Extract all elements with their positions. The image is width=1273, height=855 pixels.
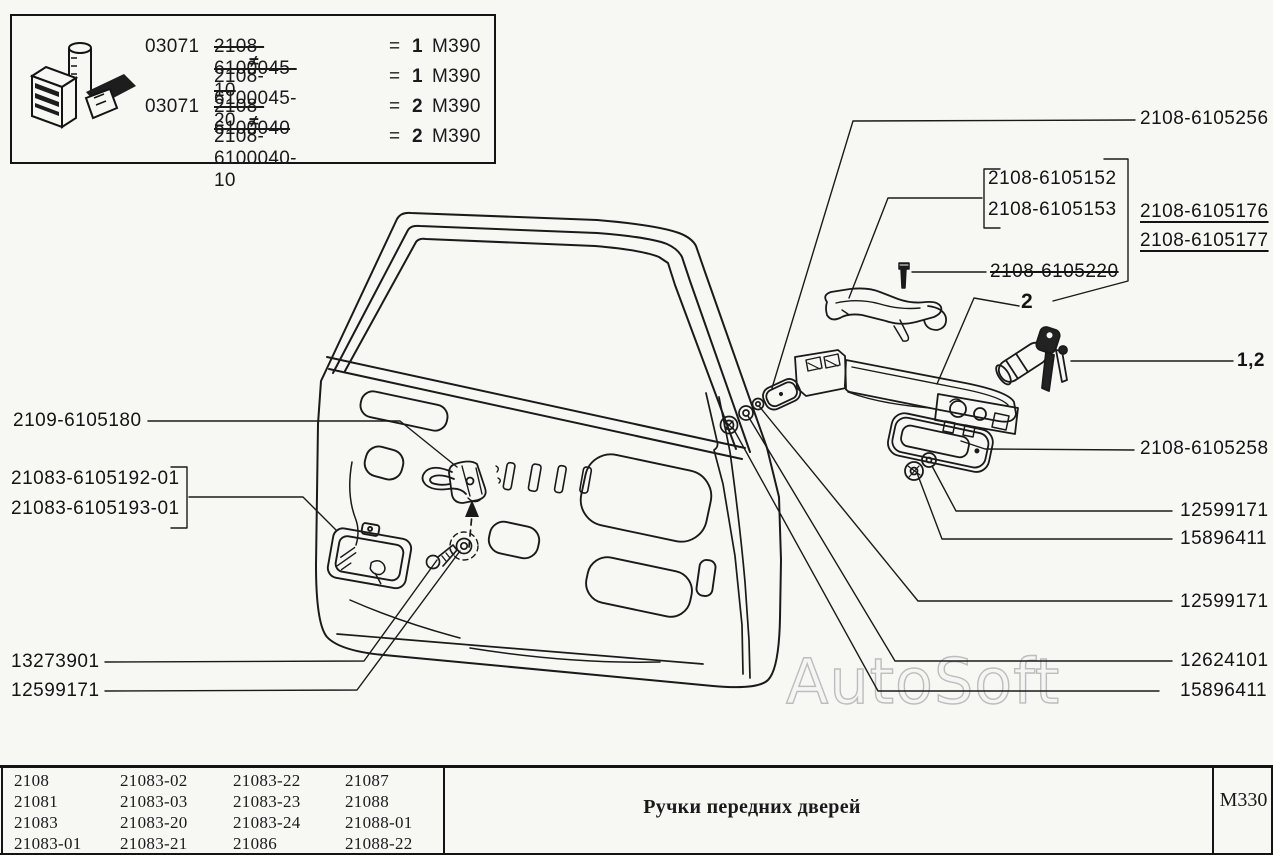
- part-label-12599171-left: 12599171: [11, 680, 100, 701]
- row-qty: 2: [412, 96, 423, 117]
- handle-gasket: [887, 412, 994, 481]
- footer-left-border: [1, 765, 3, 855]
- row-qty: 1: [412, 36, 423, 57]
- part-label-2108-6105258: 2108-6105258: [1140, 438, 1269, 459]
- footer-divider-1: [443, 765, 445, 855]
- edge-fasteners: [719, 397, 765, 435]
- autosoft-watermark: AutoSoft: [785, 644, 1061, 718]
- footer-right-border: [1271, 765, 1273, 855]
- armrest-pocket: [326, 522, 413, 590]
- model-cell: 21083-23: [233, 792, 301, 811]
- model-cell: 21083-02: [120, 771, 188, 790]
- footer-top-border: [0, 765, 1273, 768]
- equals-sign: =: [389, 36, 401, 57]
- part-substitution-box: 03071 2108-6100045-10 = 1 М390 ≠ 2108-61…: [10, 14, 496, 191]
- door-outline: [315, 211, 782, 689]
- footer-divider-2: [1212, 765, 1214, 855]
- part-label-2108-6105153: 2108-6105153: [988, 199, 1117, 220]
- row-old-number: 2108-6100040: [214, 96, 291, 139]
- part-label-2109-6105180: 2109-6105180: [13, 410, 142, 431]
- lock-cylinder-and-keys: [995, 326, 1068, 392]
- model-cell: 21086: [233, 834, 277, 853]
- callout-2: 2: [1021, 290, 1034, 313]
- handle-pad-plate: [762, 378, 802, 411]
- part-label-12624101: 12624101: [1180, 650, 1269, 671]
- sheet-title: Ручки передних дверей: [643, 796, 861, 818]
- part-label-12599171: 12599171: [1180, 500, 1269, 521]
- model-cell: 21083-24: [233, 813, 301, 832]
- outer-door-handle: [794, 349, 1019, 438]
- callout-1-2: 1,2: [1237, 350, 1265, 371]
- model-cell: 21088: [345, 792, 389, 811]
- sheet-code: М330: [1219, 789, 1268, 811]
- part-label-2108-6105152: 2108-6105152: [988, 168, 1117, 189]
- row-code: М390: [432, 66, 481, 87]
- part-label-21083-6105193-01: 21083-6105193-01: [11, 498, 180, 519]
- not-equal-sign: ≠: [249, 52, 259, 71]
- not-equal-sign: ≠: [249, 112, 259, 131]
- model-cell: 21087: [345, 771, 389, 790]
- model-cell: 21083-03: [120, 792, 188, 811]
- handle-lever-rod: [824, 287, 947, 342]
- row-code: М390: [432, 36, 481, 57]
- model-cell: 21081: [14, 792, 58, 811]
- footer-bottom-border: [0, 853, 1273, 855]
- row-qty: 2: [412, 126, 423, 147]
- part-label-2108-6105177: 2108-6105177: [1140, 230, 1269, 251]
- row-qty: 1: [412, 66, 423, 87]
- model-cell: 21083-01: [14, 834, 82, 853]
- leader-lines: [104, 119, 1234, 692]
- model-cell: 21088-01: [345, 813, 413, 832]
- inner-door-handle: [421, 460, 487, 504]
- equals-sign: =: [389, 126, 401, 147]
- model-cell: 21083-22: [233, 771, 301, 790]
- model-cell: 21083: [14, 813, 58, 832]
- door-panel-cutouts: [359, 390, 717, 618]
- equals-sign: =: [389, 66, 401, 87]
- equals-sign: =: [389, 96, 401, 117]
- part-label-2108-6105176: 2108-6105176: [1140, 201, 1269, 222]
- part-label-12599171-2: 12599171: [1180, 591, 1269, 612]
- row-new-number: 2108-6100045-20: [214, 66, 297, 131]
- model-cell: 2108: [14, 771, 50, 790]
- lever-screw: [898, 262, 910, 289]
- model-cell: 21083-20: [120, 813, 188, 832]
- handle-mounting-fasteners: [425, 500, 479, 570]
- row-prefix: 03071: [145, 96, 200, 117]
- part-label-15896411: 15896411: [1180, 528, 1268, 549]
- part-label-2108-6105256: 2108-6105256: [1140, 108, 1269, 129]
- model-cell: 21088-22: [345, 834, 413, 853]
- row-code: М390: [432, 96, 481, 117]
- part-label-13273901: 13273901: [11, 651, 100, 672]
- part-label-15896411-2: 15896411: [1180, 680, 1268, 701]
- model-cell: 21083-21: [120, 834, 188, 853]
- part-label-21083-6105192-01: 21083-6105192-01: [11, 468, 180, 489]
- footer-table: 2108 21083-02 21083-22 21087 21081 21083…: [0, 765, 1273, 855]
- row-new-number: 2108-6100040-10: [214, 126, 297, 191]
- parts-box-icon: [29, 42, 136, 129]
- row-code: М390: [432, 126, 481, 147]
- part-label-2108-6105220: 2108-6105220: [990, 261, 1119, 282]
- row-prefix: 03071: [145, 36, 200, 57]
- row-old-number: 2108-6100045-10: [214, 36, 297, 101]
